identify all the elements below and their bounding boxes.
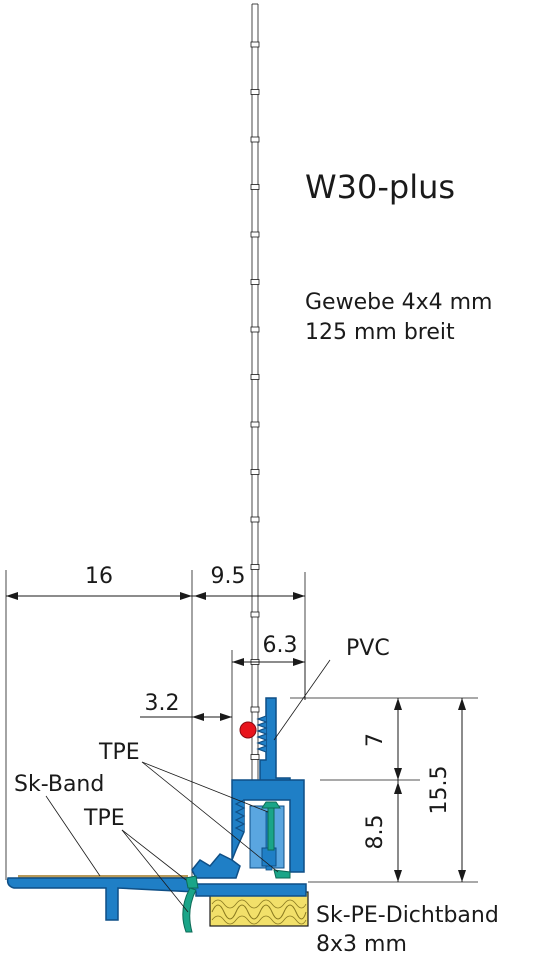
- dimension-15-5-label: 15.5: [427, 766, 452, 815]
- mesh-node: [250, 374, 260, 380]
- mesh-node: [250, 136, 260, 143]
- mesh-node: [250, 469, 260, 475]
- mesh-node: [250, 611, 260, 618]
- dimension-6-3: 6.3: [231, 633, 306, 780]
- callout-tpe-lower: TPE: [83, 806, 189, 913]
- mesh-node: [250, 421, 260, 428]
- mesh-node: [250, 754, 260, 760]
- callout-pvc: PVC: [273, 636, 390, 741]
- sealing-tape-label-line1: Sk-PE-Dichtband: [316, 903, 499, 928]
- dimension-9-5-label: 9.5: [211, 564, 246, 589]
- dimension-6-3-label: 6.3: [263, 633, 298, 658]
- mesh-node: [250, 231, 260, 238]
- mesh-node: [250, 41, 260, 48]
- callout-tpe-upper: TPE: [98, 740, 279, 873]
- callout-sealing: Sk-PE-Dichtband 8x3 mm: [316, 903, 499, 957]
- mesh-node: [250, 326, 260, 333]
- dimension-8-5-label: 8.5: [363, 815, 388, 850]
- pvc-element: [239, 721, 257, 739]
- sk-band-label: Sk-Band: [14, 772, 104, 797]
- mesh-strip: [250, 3, 260, 790]
- tpe-inserts: [182, 801, 291, 933]
- dimension-3-2-label: 3.2: [145, 691, 180, 716]
- dimension-9-5: 9.5: [192, 564, 306, 700]
- mesh-node: [250, 279, 260, 285]
- callout-sk-band: Sk-Band: [14, 772, 104, 877]
- tpe-lower-label: TPE: [83, 806, 125, 831]
- mesh-node: [250, 184, 260, 190]
- pe-sealing-tape: [209, 891, 309, 927]
- mesh-spec-line1: Gewebe 4x4 mm: [305, 290, 492, 315]
- sk-band-strip: [18, 875, 188, 878]
- dimension-16: 16: [5, 564, 193, 880]
- dimension-vertical: 7 8.5 15.5: [290, 697, 478, 883]
- mesh-node: [250, 89, 260, 95]
- mesh-node: [250, 564, 260, 570]
- dimension-3-2: 3.2: [140, 691, 232, 721]
- sealing-tape-label-line2: 8x3 mm: [316, 932, 407, 957]
- mesh-node: [250, 516, 260, 523]
- dimension-16-label: 16: [85, 564, 113, 589]
- tpe-upper-label: TPE: [98, 740, 140, 765]
- dimension-7-label: 7: [363, 733, 388, 747]
- mesh-spec-line2: 125 mm breit: [305, 320, 455, 345]
- main-profile: [6, 697, 307, 921]
- pvc-label: PVC: [346, 636, 390, 661]
- mesh-nodes: [250, 41, 260, 760]
- product-title: W30-plus: [305, 168, 455, 206]
- mesh-node: [250, 706, 260, 713]
